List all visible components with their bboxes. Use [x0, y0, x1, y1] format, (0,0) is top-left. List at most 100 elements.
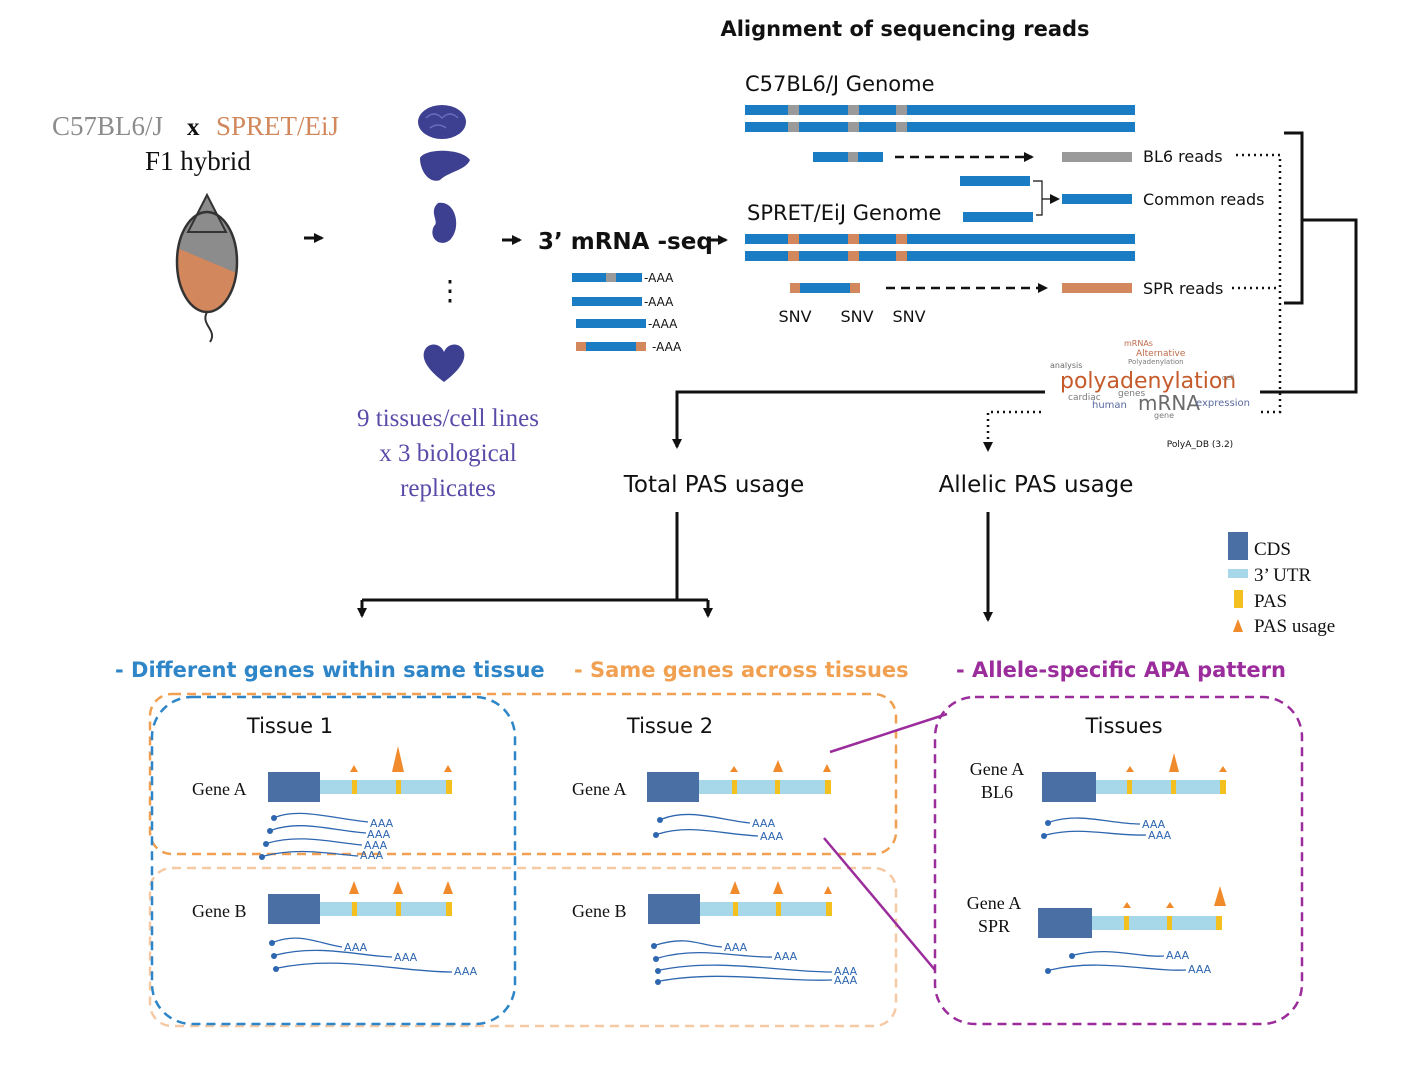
allele-specific-box [933, 695, 1304, 1026]
spr-read-row: SPR reads [790, 279, 1278, 298]
c57-genome [745, 105, 1135, 132]
t1-gene-a-polya-4: AAA [360, 849, 384, 862]
legend-utr-swatch [1228, 569, 1248, 578]
reads-bracket [1284, 131, 1304, 305]
kidney-icon [432, 202, 457, 243]
gene-a-spr: Gene A SPR AAA AAA [967, 886, 1226, 976]
common-reads-label: Common reads [1143, 190, 1265, 209]
allelic-pas-usage-label: Allelic PAS usage [939, 472, 1134, 498]
mouse-icon [175, 192, 239, 343]
tissues-caption-line2: x 3 biological [379, 440, 517, 467]
brain-icon [418, 105, 466, 139]
gene-a-spr-label-2: SPR [978, 916, 1010, 936]
spr-reads-label: SPR reads [1143, 279, 1223, 298]
t1-gene-a-polya-2: AAA [367, 828, 391, 841]
wordcloud-word-6: human [1092, 400, 1127, 411]
total-split-connector [362, 512, 708, 602]
total-usage-connector [672, 218, 1358, 449]
t1-gene-a-polya-1: AAA [370, 817, 394, 830]
cross-label: C57BL6/J x SPRET/EiJ F1 hybrid [52, 111, 339, 176]
liver-icon [420, 150, 470, 181]
wordcloud-word-9: gene [1154, 411, 1174, 420]
legend-pas-swatch [1234, 590, 1243, 608]
allele-link-line-1 [829, 712, 948, 754]
wordcloud-mrna: mRNA [1138, 391, 1200, 415]
snv-label-2: SNV [840, 307, 873, 326]
seq-label: 3’ mRNA -seq [538, 229, 713, 255]
seq-reads: -AAA -AAA -AAA -AAA [572, 271, 682, 354]
allelic-arrowhead [983, 442, 993, 452]
gene-a-spr-polya-1: AAA [1166, 949, 1190, 962]
snv-label-1: SNV [778, 307, 811, 326]
gene-a-bl6: Gene A BL6 AAA AAA [970, 753, 1227, 842]
wordcloud-word-7: genes [1118, 389, 1145, 399]
tissue-icons: ⋮ 9 tissues/cell lines x 3 biological re… [357, 105, 539, 502]
allele-link-line-2 [823, 837, 936, 971]
panel-heading-different-genes: - Different genes within same tissue [115, 658, 545, 682]
allelic-usage-connector [986, 153, 1282, 447]
t1-gene-b-polya-3: AAA [454, 965, 478, 978]
wordcloud-word-2: Alternative [1136, 349, 1186, 359]
t1-gene-b-polya-1: AAA [344, 941, 368, 954]
legend: CDS 3’ UTR PAS PAS usage [1228, 532, 1335, 637]
strain-spret-label: SPRET/EiJ [216, 111, 339, 141]
gene-a-bl6-polya-1: AAA [1142, 818, 1166, 831]
tissue-1-box [150, 695, 517, 1026]
strain-c57-label: C57BL6/J [52, 111, 163, 141]
total-pas-usage-label: Total PAS usage [623, 472, 804, 498]
t2-gene-a-polya-1: AAA [752, 817, 776, 830]
t2-gene-b-polya-3: AAA [834, 965, 858, 978]
f1-hybrid-label: F1 hybrid [145, 146, 251, 176]
legend-cds-label: CDS [1254, 539, 1291, 560]
t2-gene-a-label: Gene A [572, 779, 626, 799]
wordcloud-word-8: expression [1196, 398, 1250, 409]
t2-gene-a-polya-2: AAA [760, 830, 784, 843]
wordcloud-main: polyadenylation [1060, 369, 1236, 394]
gene-a-spr-polya-2: AAA [1188, 963, 1212, 976]
t1-gene-a-polya-3: AAA [364, 839, 388, 852]
spret-genome [745, 234, 1135, 261]
legend-cds-swatch [1228, 532, 1248, 560]
read-tail-3: -AAA [648, 317, 678, 331]
same-genes-box-gene-b [148, 866, 898, 1028]
legend-utr-label: 3’ UTR [1254, 565, 1311, 586]
t2-gene-b-polya-4: AAA [834, 974, 858, 987]
wordcloud-word-4: analysis [1050, 361, 1082, 370]
tissue-2-title: Tissue 2 [626, 714, 713, 738]
t1-gene-a: Gene A AAA AAA AAA AAA [192, 746, 452, 862]
tissue-1-title: Tissue 1 [246, 714, 333, 738]
read-tail-4: -AAA [652, 340, 682, 354]
t1-gene-a-label: Gene A [192, 779, 246, 799]
genome-c57-label: C57BL6/J Genome [745, 72, 935, 96]
polya-db-wordcloud: mRNAs Alternative Polyadenylation analys… [1045, 339, 1260, 450]
t2-gene-b-label: Gene B [572, 901, 626, 921]
t2-gene-b: Gene B AAA AAA AAA AAA [572, 881, 858, 987]
read-tail-1: -AAA [644, 271, 674, 285]
gene-a-spr-label-1: Gene A [967, 893, 1021, 913]
panel-heading-allele-specific: - Allele-specific APA pattern [956, 658, 1286, 682]
snv-label-3: SNV [892, 307, 925, 326]
tissues-title: Tissues [1084, 714, 1162, 738]
same-genes-box-gene-a [148, 692, 898, 856]
tissues-caption-line3: replicates [400, 475, 496, 502]
read-tail-2: -AAA [644, 295, 674, 309]
bl6-read-row: BL6 reads [813, 147, 1278, 166]
bl6-reads-label: BL6 reads [1143, 147, 1223, 166]
tissues-caption-line1: 9 tissues/cell lines [357, 405, 539, 432]
panel-heading-same-genes: - Same genes across tissues [574, 658, 909, 682]
gene-a-bl6-label-2: BL6 [981, 782, 1013, 802]
t2-gene-b-polya-1: AAA [724, 941, 748, 954]
alignment-title: Alignment of sequencing reads [720, 17, 1089, 41]
gene-a-bl6-label-1: Gene A [970, 759, 1024, 779]
more-tissues-ellipsis: ⋮ [436, 274, 464, 307]
gene-a-bl6-polya-2: AAA [1148, 829, 1172, 842]
common-read-row: Common reads [960, 176, 1265, 222]
wordcloud-word-5: cardiac [1068, 393, 1101, 403]
t2-gene-b-polya-2: AAA [774, 950, 798, 963]
t2-gene-a: Gene A AAA AAA [572, 760, 831, 843]
genome-spret-label: SPRET/EiJ Genome [747, 201, 941, 225]
heart-icon [423, 344, 465, 382]
t1-gene-b: Gene B AAA AAA AAA [192, 881, 478, 978]
polya-db-source: PolyA_DB (3.2) [1167, 440, 1233, 450]
